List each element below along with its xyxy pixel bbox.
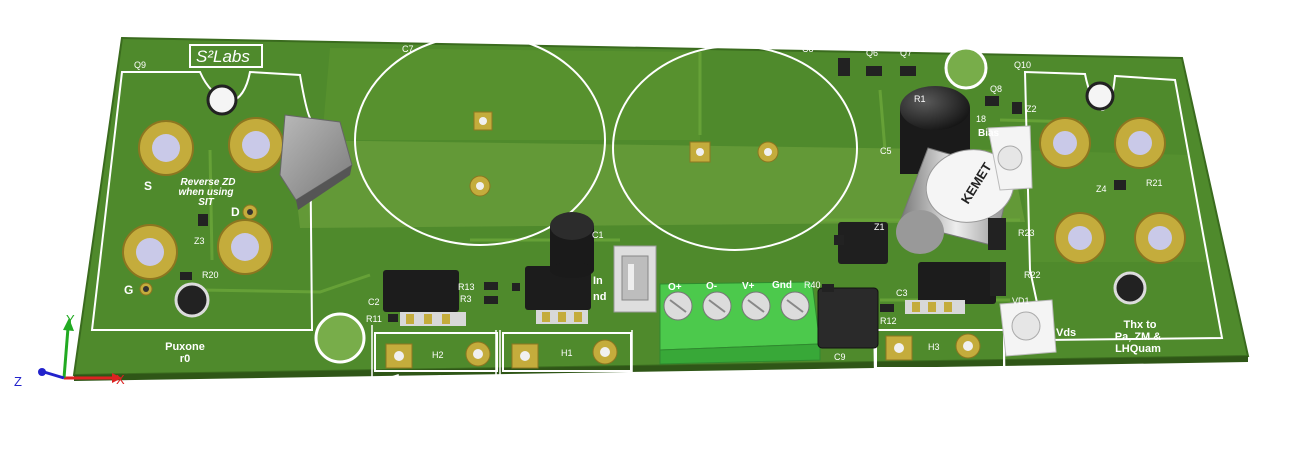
logo-box (189, 44, 263, 68)
pin-label-drain: D (231, 205, 240, 219)
label-q9: Q9 (134, 60, 146, 70)
terminal-label-vplus: V+ (742, 281, 755, 292)
pin-label-source: S (144, 179, 152, 193)
label-r12: R12 (880, 316, 897, 326)
label-c5: C5 (880, 146, 892, 156)
mounting-hole (1085, 81, 1115, 111)
copper-pour (290, 140, 1025, 228)
label-r22: R22 (1024, 270, 1041, 280)
label-r3: R3 (460, 294, 472, 304)
label-q10: Q10 (1014, 60, 1031, 70)
label-h1: H1 (561, 348, 573, 358)
pad-hole (764, 148, 772, 156)
axis-x-label: X (116, 372, 125, 387)
transistor-package (905, 262, 996, 314)
note-line-1: Reverse ZD (180, 177, 235, 188)
jst-connector[interactable] (613, 245, 657, 313)
label-r40: R40 (804, 280, 821, 290)
label-r1: R1 (914, 94, 926, 104)
label-r23: R23 (1018, 228, 1035, 238)
label-q7: Q7 (900, 48, 912, 58)
capacitor-outline-c7 (354, 34, 606, 246)
label-vd1: VD1 (1012, 296, 1030, 306)
capacitor-outline-c8 (612, 45, 858, 251)
mosfet-pads-left (122, 117, 284, 296)
label-c1: C1 (592, 230, 604, 240)
mounting-hole (206, 84, 238, 116)
label-z2: Z2 (1026, 104, 1037, 114)
label-c8: C8 (802, 44, 814, 54)
label-h3: H3 (928, 342, 940, 352)
label-q8: Q8 (990, 84, 1002, 94)
label-r13: R13 (458, 282, 475, 292)
label-q6: Q6 (866, 48, 878, 58)
logo-text: S²Labs (196, 47, 250, 66)
capacitor-c1 (550, 212, 594, 278)
board-revision: r0 (180, 353, 190, 365)
label-r11: R11 (366, 314, 382, 324)
label-c2: C2 (368, 297, 380, 307)
terminal-label-oplus: O+ (668, 282, 682, 293)
label-h2: H2 (432, 350, 444, 360)
label-bias: Bias (978, 128, 1000, 139)
board-name: Puxone (165, 341, 205, 353)
label-r16: R16 (834, 40, 851, 50)
smd-parts (180, 58, 1126, 322)
component-z1 (838, 222, 888, 264)
pcb-board-edge (74, 356, 1248, 381)
pin-label-gate: G (124, 283, 133, 297)
transistor-package (383, 270, 466, 326)
label-z1: Z1 (874, 222, 885, 232)
screw-terminal[interactable] (659, 281, 821, 365)
trimmer-vds[interactable] (999, 299, 1057, 357)
mosfet-pads-right (1039, 117, 1186, 264)
pad-hole (696, 148, 704, 156)
terminal-label-ominus: O- (706, 281, 717, 292)
label-c3: C3 (896, 288, 908, 298)
credits-line-3: LHQuam (1115, 343, 1161, 355)
mounting-hole (174, 282, 210, 318)
connector-label-in: In (593, 275, 603, 287)
heatsink-pads (385, 333, 981, 369)
label-c9: C9 (834, 352, 846, 362)
copper-pour (322, 48, 700, 140)
connector-label-gnd: nd (593, 291, 606, 303)
label-c7: C7 (402, 44, 414, 54)
mounting-hole (1113, 271, 1147, 305)
pad-hole (476, 182, 484, 190)
mounting-hole-outline (944, 46, 988, 90)
mounting-hole-outline (314, 312, 366, 364)
label-z4: Z4 (1096, 184, 1107, 194)
note-line-3: SIT (198, 197, 214, 208)
label-vds: Vds (1056, 327, 1076, 339)
terminal-label-gnd: Gnd (772, 280, 792, 291)
heatsink-frames (374, 329, 1005, 372)
component-c9 (817, 287, 879, 349)
note-line-2: when using (179, 187, 234, 198)
label-r21: R21 (1146, 178, 1163, 188)
label-r18: 18 (976, 114, 986, 124)
axis-z-label: Z (14, 374, 22, 389)
axis-indicator: X Y Z (14, 312, 125, 389)
label-z3: Z3 (194, 236, 205, 246)
credits-line-2: Pa, ZM & (1115, 331, 1162, 343)
heatsink-outlines (371, 325, 1007, 456)
label-r20: R20 (202, 270, 219, 280)
credits-line-1: Thx to (1124, 319, 1157, 331)
pad-hole (479, 117, 487, 125)
trimmer-bias[interactable] (987, 125, 1033, 191)
heat-pad-block (279, 114, 353, 210)
axis-y-label: Y (66, 312, 75, 327)
